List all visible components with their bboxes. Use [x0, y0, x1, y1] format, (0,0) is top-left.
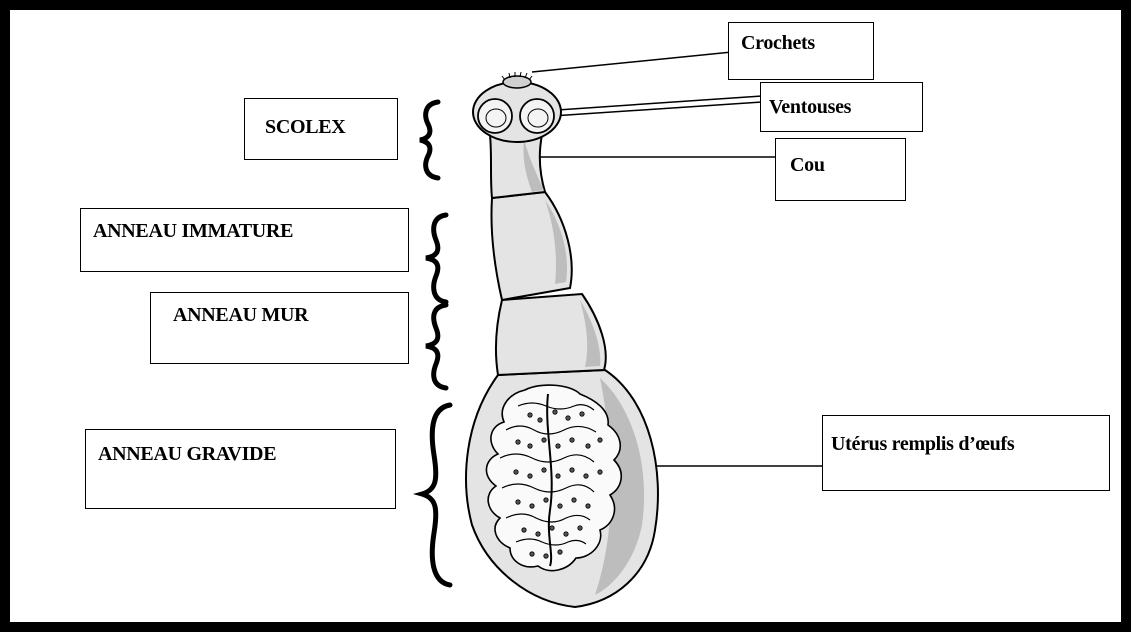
brace-anneau-mur — [426, 305, 446, 388]
label-crochets: Crochets — [728, 22, 874, 80]
braces — [420, 102, 450, 585]
label-anneau-immature: ANNEAU IMMATURE — [80, 208, 409, 272]
leader-line-ventouses-2 — [552, 102, 762, 116]
brace-anneau-immature — [426, 215, 446, 302]
leader-line-crochets — [532, 52, 732, 72]
label-scolex: SCOLEX — [244, 98, 398, 160]
rostellum — [503, 76, 531, 88]
label-anneau-gravide: ANNEAU GRAVIDE — [85, 429, 396, 509]
sucker-right — [520, 99, 554, 133]
label-cou: Cou — [775, 138, 906, 201]
sucker-left — [478, 99, 512, 133]
label-anneau-mur: ANNEAU MUR — [150, 292, 409, 364]
brace-scolex — [420, 102, 438, 178]
brace-anneau-gravide — [422, 405, 450, 585]
label-uterus: Utérus remplis d’œufs — [822, 415, 1110, 491]
label-ventouses: Ventouses — [760, 82, 923, 132]
diagram-canvas: Crochets Ventouses Cou SCOLEX ANNEAU IMM… — [10, 10, 1121, 622]
